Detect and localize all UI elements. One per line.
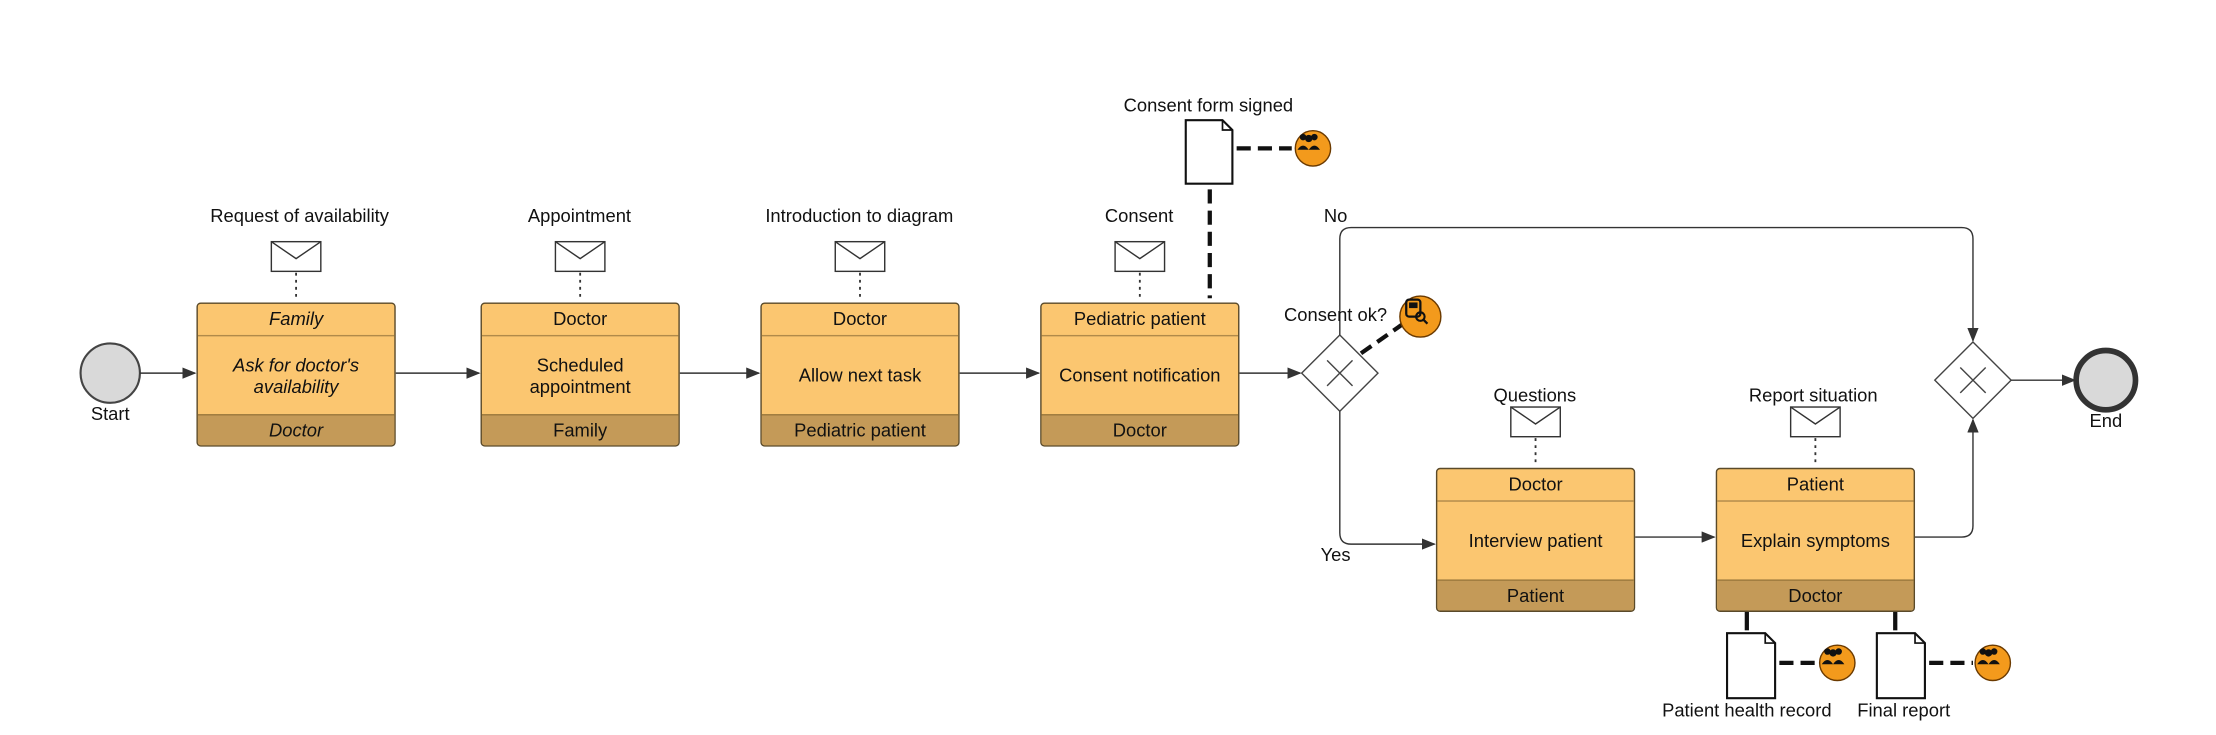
gateway-question: Consent ok?	[1283, 303, 1388, 326]
end-event-label: End	[2089, 409, 2123, 432]
group-icon	[1294, 130, 1332, 167]
message-label: Introduction to diagram	[765, 204, 954, 227]
task-name: Interview patient	[1468, 529, 1603, 552]
task-interview-patient[interactable]: Doctor Interview patient Patient	[1435, 467, 1636, 612]
task-allow-next[interactable]: Doctor Allow next task Pediatric patient	[760, 302, 960, 447]
exclusive-gateway-icon[interactable]	[1933, 341, 2013, 420]
task-initiator: Doctor	[481, 304, 679, 337]
task-participant: Family	[481, 414, 679, 446]
task-initiator: Pediatric patient	[1041, 304, 1239, 337]
message-label: Appointment	[527, 204, 632, 227]
document-label: Final report	[1857, 699, 1951, 721]
task-scheduled-appointment[interactable]: Doctor Scheduled appointment Family	[480, 302, 680, 447]
task-initiator: Family	[197, 304, 395, 337]
document-label: Consent form signed	[1123, 94, 1294, 116]
document-icon[interactable]	[1875, 632, 1926, 700]
message-label: Request of availability	[210, 204, 389, 227]
group-icon	[1974, 644, 2012, 682]
task-name: Explain symptoms	[1740, 529, 1890, 552]
envelope-icon	[834, 240, 886, 302]
task-participant: Doctor	[1717, 579, 1914, 611]
task-participant: Doctor	[197, 414, 395, 446]
task-name: Ask for doctor's availability	[233, 354, 360, 397]
document-icon[interactable]	[1184, 119, 1234, 185]
device-search-icon	[1399, 295, 1442, 338]
task-participant: Doctor	[1041, 414, 1239, 446]
document-label: Patient health record	[1662, 699, 1832, 721]
task-ask-availability[interactable]: Family Ask for doctor's availability Doc…	[196, 302, 396, 447]
envelope-icon	[270, 240, 322, 302]
message-label: Consent	[1104, 204, 1174, 227]
task-initiator: Doctor	[1437, 469, 1634, 502]
task-explain-symptoms[interactable]: Patient Explain symptoms Doctor	[1715, 467, 1916, 612]
document-icon[interactable]	[1725, 632, 1777, 700]
envelope-icon	[1510, 406, 1561, 467]
start-event[interactable]	[79, 342, 141, 404]
task-initiator: Doctor	[761, 304, 959, 337]
task-name: Allow next task	[798, 364, 922, 386]
message-label: Report situation	[1748, 384, 1878, 406]
task-participant: Pediatric patient	[761, 414, 959, 446]
group-icon	[1818, 644, 1856, 682]
gateway-no-label: No	[1323, 204, 1348, 227]
task-name: Scheduled appointment	[529, 354, 631, 397]
end-event[interactable]	[2073, 347, 2139, 413]
envelope-icon	[1114, 240, 1166, 302]
message-label: Questions	[1493, 384, 1577, 406]
envelope-icon	[554, 240, 606, 302]
task-name: Consent notification	[1059, 364, 1221, 386]
gateway-yes-label: Yes	[1320, 544, 1351, 566]
exclusive-gateway-icon[interactable]	[1300, 333, 1379, 413]
task-initiator: Patient	[1717, 469, 1914, 502]
task-consent-notification[interactable]: Pediatric patient Consent notification D…	[1040, 302, 1240, 447]
envelope-icon	[1789, 406, 1841, 467]
start-event-label: Start	[90, 402, 130, 424]
task-participant: Patient	[1437, 579, 1634, 611]
